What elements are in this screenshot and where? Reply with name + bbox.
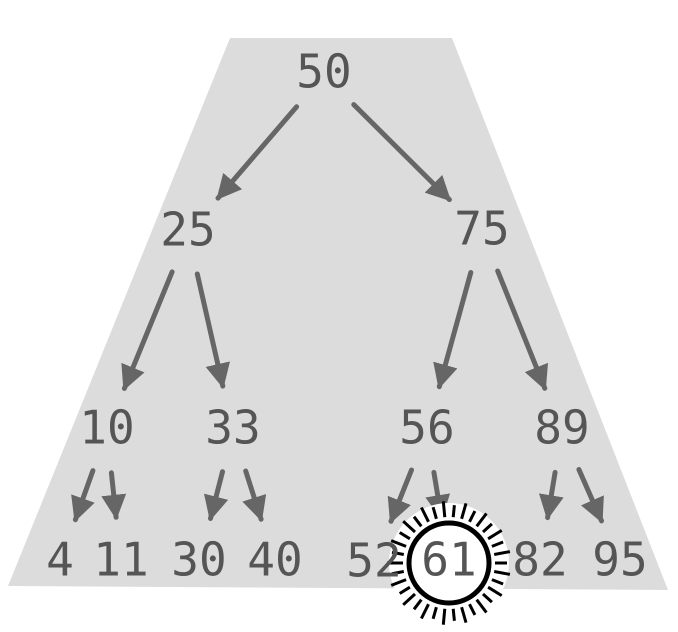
edge-50-to-75: [351, 102, 452, 203]
highlight-ray: [468, 510, 477, 523]
highlight-ray: [493, 570, 511, 576]
highlight-ray: [493, 550, 511, 556]
highlight-ray: [412, 598, 423, 611]
edge-89-to-95: [576, 467, 604, 524]
node-75: 75: [454, 202, 509, 256]
edge-33-to-40: [242, 468, 267, 522]
highlight-ray: [402, 520, 417, 534]
node-50: 50: [296, 45, 351, 99]
edge-10-to-4: [71, 468, 96, 523]
edge-25-to-10: [121, 269, 175, 391]
edge-33-to-30: [203, 469, 229, 521]
node-56: 56: [399, 401, 454, 455]
tree-edges: [71, 102, 604, 524]
highlight-ray: [468, 603, 477, 616]
node-95: 95: [592, 533, 647, 587]
node-33: 33: [205, 401, 260, 455]
edge-56-to-52: [387, 467, 414, 524]
highlight-ring: [406, 520, 492, 606]
highlight-ray: [451, 608, 456, 621]
edge-75-to-56: [433, 270, 474, 390]
highlight-ray: [391, 570, 405, 576]
node-30: 30: [171, 533, 226, 587]
node-89: 89: [534, 401, 589, 455]
edge-89-to-82: [538, 469, 564, 521]
highlight-ray: [475, 598, 488, 614]
highlight-ray: [487, 585, 503, 597]
edge-25-to-33: [194, 271, 230, 389]
node-11: 11: [93, 533, 148, 587]
highlight-ray: [481, 592, 493, 604]
edge-10-to-11: [101, 470, 127, 520]
highlight-ray: [412, 515, 423, 528]
highlight-ray: [460, 502, 468, 520]
highlight-ray: [441, 501, 447, 518]
highlight-ray: [420, 603, 430, 620]
node-40: 40: [247, 533, 302, 587]
node-4: 4: [46, 533, 74, 587]
highlight-ray: [398, 531, 411, 541]
edge-50-to-25: [215, 104, 300, 201]
highlight-marker: [387, 501, 511, 625]
highlight-ray: [402, 592, 417, 606]
node-10: 10: [79, 401, 134, 455]
highlight-ray: [431, 506, 438, 520]
tree-background-trapezoid: [8, 38, 668, 590]
highlight-ray: [420, 506, 430, 523]
node-82: 82: [512, 533, 567, 587]
node-61: 61: [421, 533, 476, 587]
edge-75-to-89: [495, 268, 549, 391]
highlight-ray: [491, 540, 504, 548]
highlight-ray: [491, 578, 504, 586]
highlight-ray: [481, 522, 493, 534]
highlight-ray: [431, 606, 438, 620]
highlight-ray: [398, 585, 411, 595]
highlight-ray: [487, 529, 503, 541]
highlight-ray: [391, 550, 405, 556]
node-52: 52: [346, 534, 401, 588]
highlight-ray: [390, 539, 407, 548]
highlight-ray: [441, 608, 447, 625]
highlight-ray: [475, 512, 488, 528]
highlight-ray: [390, 578, 407, 587]
highlight-ray: [460, 606, 468, 624]
node-25: 25: [160, 203, 215, 257]
tree-node-labels: 50 25 75 10 33 56 89 4 11 30 40 52 61 82…: [46, 45, 648, 588]
highlight-ray: [451, 505, 456, 518]
